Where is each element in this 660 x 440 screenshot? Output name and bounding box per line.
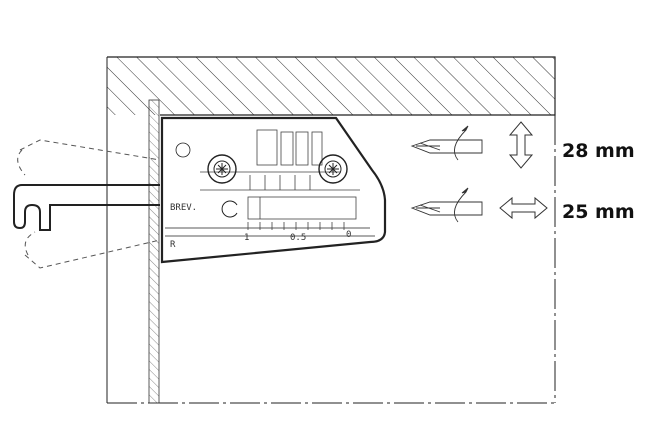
side-mark: R	[170, 240, 176, 250]
adjustment-cam-icon	[221, 200, 238, 218]
screwdriver-vertical-icon	[410, 125, 483, 161]
vertical-adjustment-value: 28 mm	[562, 140, 635, 162]
horizontal-adjustment-value: 25 mm	[562, 201, 635, 223]
screwdriver-horizontal-icon	[410, 187, 483, 223]
cabinet-top-section	[107, 56, 556, 116]
screw-left-icon	[207, 154, 237, 184]
brand-mark: BREV.	[170, 203, 197, 213]
mounting-plate: BREV. R 1 0.5 0	[160, 116, 387, 264]
scale-label-mid: 0.5	[290, 233, 306, 243]
screw-right-icon	[318, 154, 348, 184]
horizontal-adjust-arrow-icon	[499, 196, 548, 220]
ghost-hinge-arm	[17, 139, 161, 269]
scale-label-1: 1	[244, 233, 249, 243]
cabinet-side-panel	[148, 99, 160, 404]
hinge-arm	[13, 184, 160, 231]
scale-label-0: 0	[346, 230, 351, 240]
vertical-adjust-arrow-icon	[508, 121, 534, 169]
cabinet-outline	[106, 57, 556, 404]
